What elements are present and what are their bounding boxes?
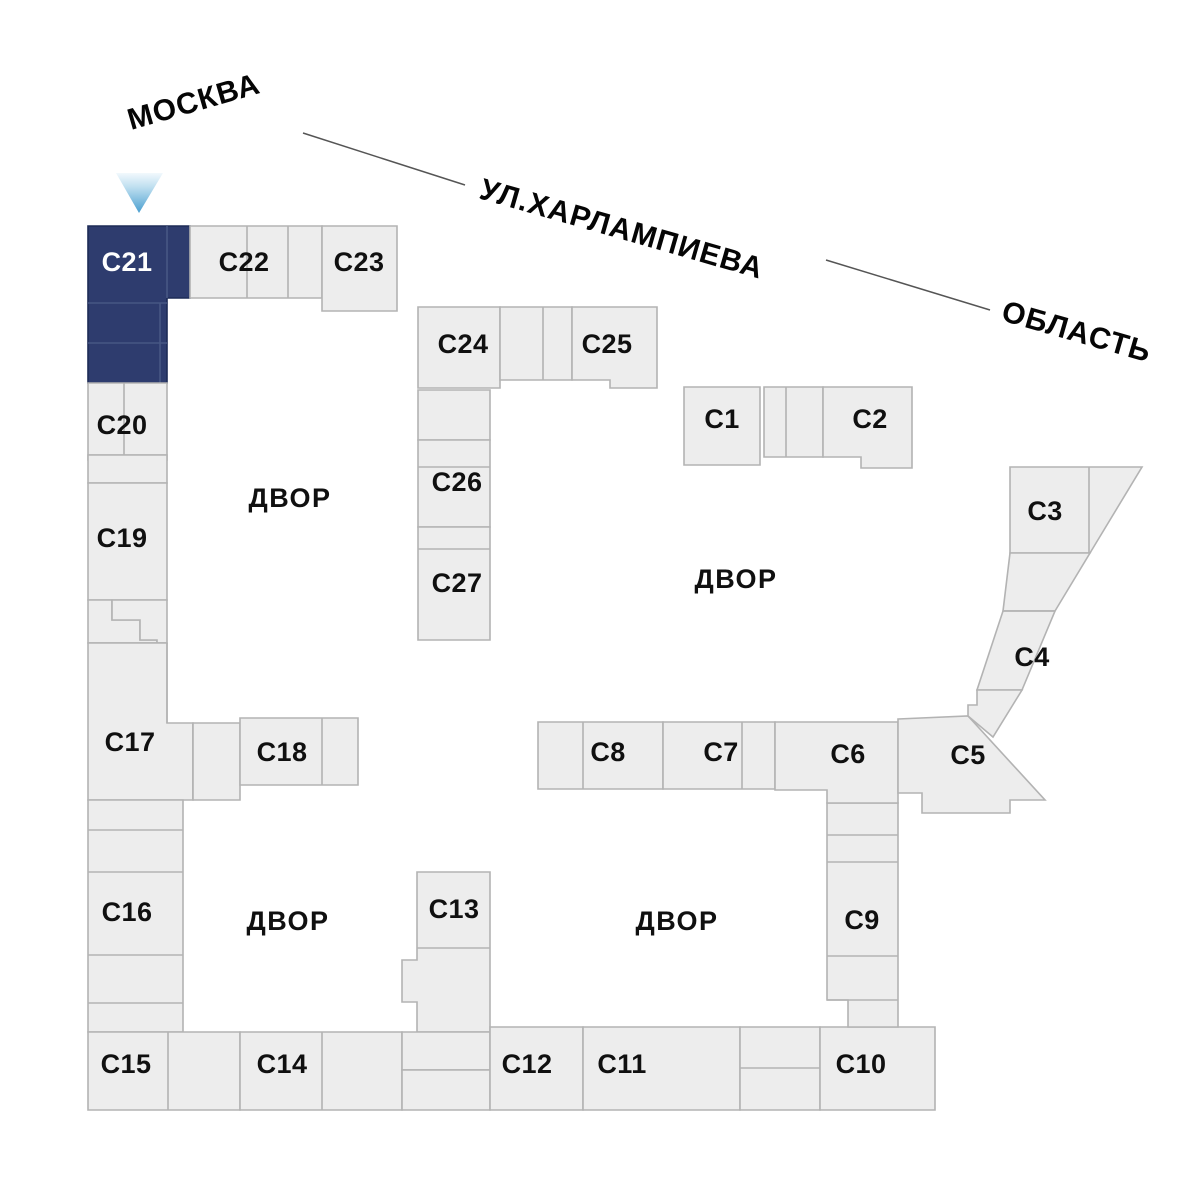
building-group-C5[interactable]: C5 [897,715,1047,814]
building-shape-steps-right[interactable] [111,599,168,644]
building-label-C22: C22 [219,247,270,277]
building-label-C4: C4 [1014,642,1049,672]
building-label-C21: C21 [102,247,153,277]
building-group-C9[interactable]: C9 [826,802,899,1028]
building-group-C1[interactable]: C1 [683,386,761,466]
courtyard-label-se: ДВОР [635,906,718,936]
courtyard-label-sw: ДВОР [246,906,329,936]
building-group-C6[interactable]: C6 [774,721,899,804]
building-shape-C20-lower[interactable] [87,454,168,484]
building-group-C17[interactable]: C17 [87,642,194,801]
building-group-steps[interactable] [87,599,168,644]
building-label-C23: C23 [334,247,385,277]
building-group-C7[interactable]: C7 [662,721,776,790]
courtyard-label-nw: ДВОР [248,483,331,513]
building-group-C15[interactable]: C15 [87,1031,241,1111]
building-group-C13-base[interactable] [401,1031,491,1111]
building-group-C19[interactable]: C19 [87,482,168,601]
building-group-C26[interactable]: C26 [417,439,491,528]
building-shape-C1-mid[interactable] [763,386,824,458]
building-group-C27[interactable]: C27 [417,526,491,641]
building-group-C22[interactable]: C22 [189,225,323,299]
building-shape-C13[interactable] [401,871,491,1033]
building-divider [827,834,898,1001]
building-shape-C18[interactable] [239,717,359,786]
building-group-C2[interactable]: C2 [822,386,913,469]
building-label-C24: C24 [438,329,489,359]
building-label-C25: C25 [582,329,633,359]
building-divider [246,226,289,298]
building-label-C6: C6 [830,739,865,769]
building-shape-C24-mid[interactable] [499,306,573,381]
building-shape-C1[interactable] [683,386,761,466]
building-shape-C23[interactable] [321,225,398,312]
building-group-C12[interactable]: C12 [489,1026,584,1111]
building-group-C16[interactable]: C16 [87,799,184,1033]
leader-line-moscow [302,132,466,186]
building-shape-C4-lower[interactable] [967,689,1024,739]
building-shape-C26-upper[interactable] [417,389,491,441]
building-label-C10: C10 [836,1049,887,1079]
building-group-C10-left[interactable] [739,1026,821,1111]
building-divider [88,829,183,1004]
building-group-C10[interactable]: C10 [819,1026,936,1111]
building-label-C16: C16 [102,897,153,927]
building-shape-C25[interactable] [571,306,658,389]
building-label-C1: C1 [704,404,739,434]
building-label-C26: C26 [432,467,483,497]
building-group-C8[interactable]: C8 [537,721,664,790]
building-label-C12: C12 [502,1049,553,1079]
building-group-C24-mid[interactable] [499,306,573,381]
building-group-C4[interactable]: C4 [975,610,1057,691]
building-group-C14[interactable]: C14 [239,1031,403,1111]
building-label-C11: C11 [597,1049,646,1079]
building-group-C1-mid[interactable] [763,386,824,458]
building-group-C18[interactable]: C18 [239,717,359,786]
building-group-C13[interactable]: C13 [401,871,491,1033]
building-shape-C5[interactable] [897,715,1047,814]
building-label-C7: C7 [703,737,738,767]
building-group-C20[interactable]: C20 [87,382,168,484]
building-label-C17: C17 [105,727,156,757]
building-label-C18: C18 [257,737,308,767]
leader-line-region [825,259,991,311]
building-label-C19: C19 [97,523,148,553]
building-shape-C24[interactable] [417,306,501,389]
building-shape-C2[interactable] [822,386,913,469]
building-shape-C17-stub[interactable] [192,722,241,801]
building-label-C13: C13 [429,894,480,924]
building-group-C23[interactable]: C23 [321,225,398,312]
building-label-C3: C3 [1027,496,1062,526]
building-label-C5: C5 [950,740,985,770]
building-label-C27: C27 [432,568,483,598]
building-group-C26-upper[interactable] [417,389,491,441]
building-shape-C13-base-lower[interactable] [401,1069,491,1111]
building-shape-C13-base[interactable] [401,1031,491,1071]
building-label-C15: C15 [101,1049,152,1079]
building-group-C17-stub[interactable] [192,722,241,801]
courtyard-label-ne: ДВОР [694,564,777,594]
building-group-C24[interactable]: C24 [417,306,501,389]
location-marker-icon[interactable] [116,173,163,213]
building-shape-C27[interactable] [417,526,491,641]
building-label-C20: C20 [97,410,148,440]
building-divider [88,226,168,383]
building-label-C2: C2 [852,404,887,434]
building-label-C9: C9 [844,905,879,935]
building-group-C11[interactable]: C11 [582,1026,741,1111]
building-group-C25[interactable]: C25 [571,306,658,389]
building-group-C4-lower[interactable] [967,689,1024,739]
building-label-C14: C14 [257,1049,308,1079]
building-label-C8: C8 [590,737,625,767]
